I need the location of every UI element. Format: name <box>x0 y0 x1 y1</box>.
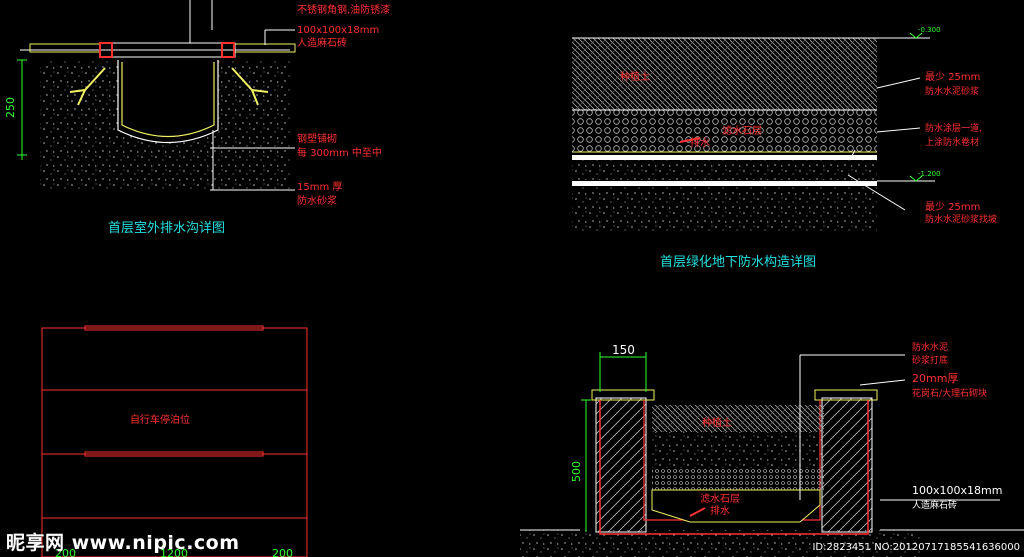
planter-left-wall <box>595 397 647 533</box>
layers-note1b: 防水水泥砂浆 <box>925 85 979 97</box>
drain-note-bot2: 防水砂浆 <box>297 194 337 207</box>
layers-note2b: 上涂防水卷材 <box>925 136 979 148</box>
planter-note1b: 砂浆打底 <box>912 354 948 366</box>
layers-label-gravel: 滤水石层 <box>722 124 762 137</box>
planter-soil <box>652 405 824 432</box>
parking-label: 自行车停泊位 <box>130 413 190 426</box>
planter-right-wall <box>821 397 873 533</box>
layer-soil <box>572 38 877 110</box>
planter-section: 种植土 滤水石层 排水 150 500 防水水泥 砂浆打底 20mm厚 花岗石/… <box>520 341 1024 557</box>
parking-outline <box>41 327 308 557</box>
parking-dim3: 200 <box>272 547 293 557</box>
layers-note3a: 最少 25mm <box>925 201 980 213</box>
drain-right-tile <box>234 43 296 53</box>
planter-gravel <box>652 468 824 490</box>
planter-label-soil: 种植土 <box>702 416 732 429</box>
drain-detail: 250 不锈钢角钢,油防锈漆 100x100x18mm 人造麻石砖 钢塑铺砌 每… <box>4 0 390 236</box>
drain-left-anchor <box>69 67 106 106</box>
layer-gravel <box>572 110 877 152</box>
planter-right-cap <box>814 389 878 401</box>
layer-base <box>572 186 877 231</box>
drain-note-bot1: 15mm 厚 <box>297 181 342 193</box>
planter-dim-top: 150 <box>612 343 635 357</box>
drain-note-mid1: 钢塑铺砌 <box>297 132 337 145</box>
layers-title: 首层绿化地下防水构造详图 <box>660 254 816 270</box>
layers-note1a: 最少 25mm <box>925 71 980 83</box>
layers-elev-bottom: -1.200 <box>918 170 941 178</box>
drain-note-top2: 100x100x18mm <box>297 25 379 36</box>
drain-note-top1: 不锈钢角钢,油防锈漆 <box>297 3 390 16</box>
planter-note1a: 防水水泥 <box>912 341 948 353</box>
layers-label-soil: 种植土 <box>620 70 650 83</box>
planter-dim-height: 500 <box>570 461 583 482</box>
planter-label-gravel: 滤水石层 <box>700 492 740 505</box>
parking-plan: 自行车停泊位 200 1200 200 <box>41 325 308 557</box>
layers-detail: 种植土 滤水石层 排水 -0.300 -1.200 最少 25mm 防水水泥砂浆… <box>572 26 997 270</box>
drain-title: 首层室外排水沟详图 <box>108 220 225 236</box>
watermark-id: ID:2823451 NO:20120717185541636000 <box>812 542 1020 553</box>
drain-right-anchor <box>231 67 269 106</box>
layers-note3b: 防水水泥砂浆找坡 <box>925 213 997 225</box>
layer-membrane <box>572 155 877 160</box>
drain-note-top3: 人造麻石砖 <box>297 36 347 49</box>
layers-elev-top: -0.300 <box>918 26 941 34</box>
planter-note4a: 100x100x18mm <box>912 484 1002 497</box>
parking-rail-top <box>84 325 264 331</box>
drain-dim-height: 250 <box>4 97 17 118</box>
parking-rail-mid <box>84 451 264 457</box>
parking-dim1: 200 <box>55 547 76 557</box>
layer-membrane-2 <box>572 181 877 186</box>
planter-note2: 20mm厚 <box>912 372 958 385</box>
watermark-logo: 昵享网 www.nipic.com <box>6 532 240 554</box>
layers-note2a: 防水涂层一道, <box>925 122 982 134</box>
drain-note-mid2: 每 300mm 中至中 <box>297 146 382 159</box>
parking-dim2: 1200 <box>160 547 188 557</box>
planter-note3: 花岗石/大理石砌块 <box>912 387 987 399</box>
layer-screed <box>572 160 877 180</box>
layers-label-drain: 排水 <box>690 136 710 149</box>
planter-label-drain: 排水 <box>710 504 730 517</box>
drain-left-tile <box>29 43 101 53</box>
planter-note4b: 人造麻石砖 <box>912 499 957 511</box>
planter-left-cap <box>591 389 655 401</box>
